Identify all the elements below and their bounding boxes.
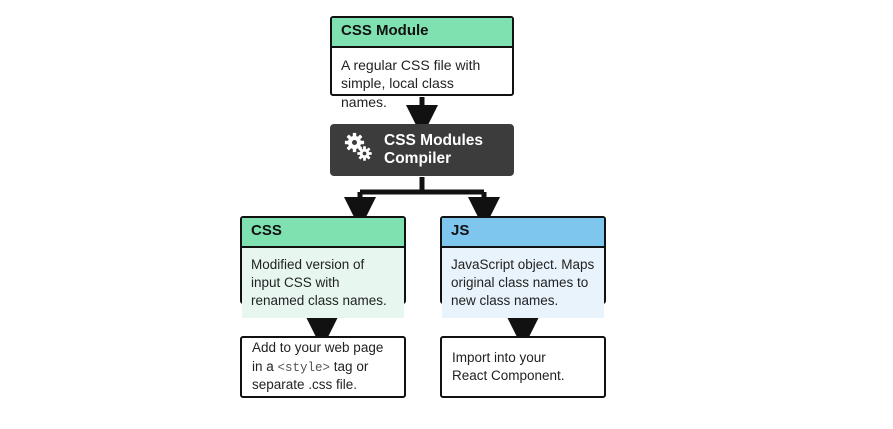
node-css-usage-text-part1: Add to your web page in a (252, 340, 384, 374)
node-js-output-header: JS (442, 218, 604, 248)
node-css-usage-text: Add to your web page in a <style> tag or… (242, 339, 404, 394)
node-css-output: CSS Modified version of input CSS with r… (240, 216, 406, 319)
node-js-output-body: JavaScript object. Maps original class n… (442, 247, 604, 319)
node-css-module: CSS Module A regular CSS file with simpl… (330, 16, 514, 110)
node-css-module-header: CSS Module (332, 18, 512, 48)
node-compiler-label-line2: Compiler (384, 150, 452, 167)
node-css-modules-compiler: CSS Modules Compiler (330, 124, 514, 176)
node-css-output-body: Modified version of input CSS with renam… (242, 247, 404, 319)
node-js-usage-text: Import into your React Component. (442, 349, 575, 385)
node-css-usage: Add to your web page in a <style> tag or… (240, 336, 406, 398)
node-js-output: JS JavaScript object. Maps original clas… (440, 216, 606, 319)
node-js-usage: Import into your React Component. (440, 336, 606, 398)
node-js-usage-line1: Import into your (452, 349, 546, 365)
gears-icon (342, 131, 376, 170)
node-css-output-header: CSS (242, 218, 404, 248)
node-css-module-body: A regular CSS file with simple, local cl… (341, 56, 481, 111)
node-compiler-label: CSS Modules Compiler (384, 132, 483, 168)
node-compiler-label-line1: CSS Modules (384, 132, 484, 150)
node-css-usage-text-part2: tag or separate .css file. (252, 358, 369, 393)
node-js-usage-line2: React Component. (452, 368, 565, 383)
node-css-usage-code: <style> (277, 360, 331, 375)
